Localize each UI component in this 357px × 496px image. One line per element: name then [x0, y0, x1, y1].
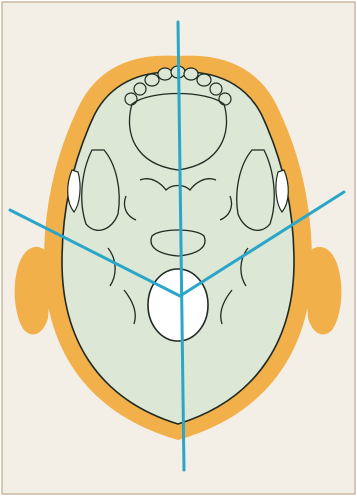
- foramen-magnum: [148, 269, 208, 341]
